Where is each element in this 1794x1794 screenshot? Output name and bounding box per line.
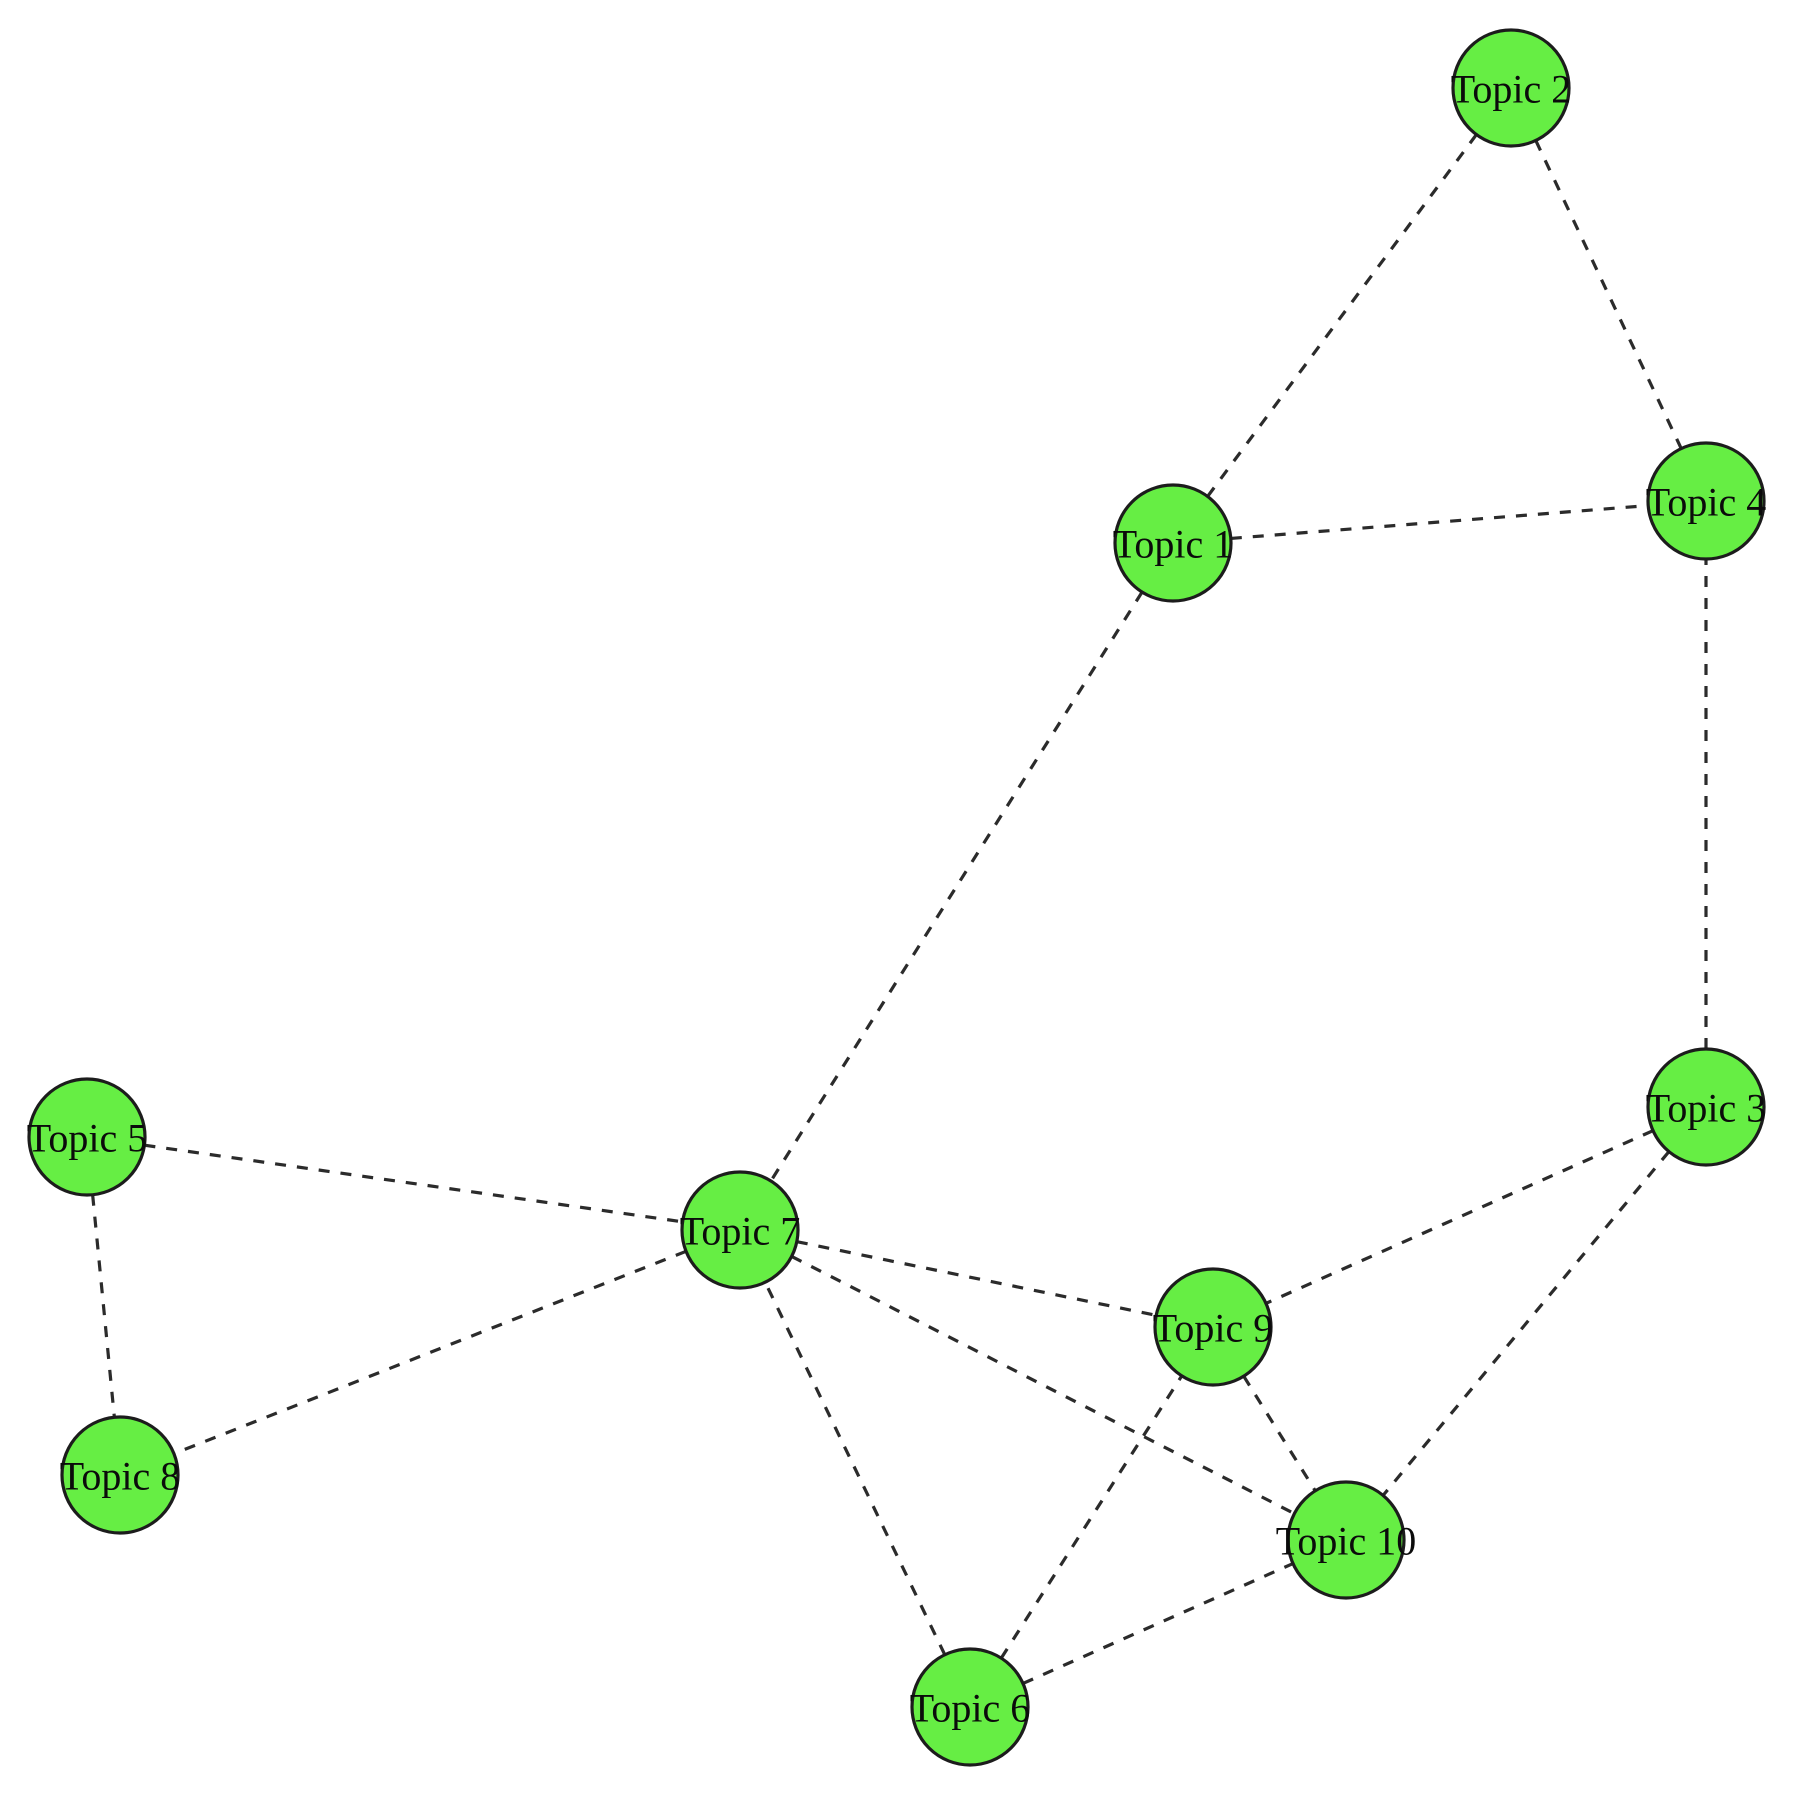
graph-node-topic-2[interactable]: Topic 2	[1451, 28, 1572, 148]
node-circle-topic-4[interactable]	[1646, 441, 1766, 561]
graph-node-topic-9[interactable]: Topic 9	[1153, 1267, 1274, 1387]
graph-edge-topic-5-to-topic-7	[144, 1143, 683, 1224]
graph-edge-topic-6-to-topic-7	[763, 1281, 947, 1656]
node-circle-topic-7[interactable]	[680, 1170, 800, 1290]
edge-layer	[91, 133, 1708, 1685]
graph-edge-topic-1-to-topic-4	[1230, 503, 1649, 541]
graph-edge-topic-3-to-topic-9	[1265, 1129, 1654, 1305]
graph-edge-topic-7-to-topic-10	[790, 1254, 1296, 1516]
node-circle-topic-8[interactable]	[60, 1415, 180, 1535]
graph-edge-topic-7-to-topic-9	[796, 1240, 1157, 1317]
node-circle-topic-9[interactable]	[1153, 1267, 1273, 1387]
graph-edge-topic-1-to-topic-7	[769, 591, 1144, 1182]
graph-node-topic-4[interactable]: Topic 4	[1646, 441, 1767, 561]
graph-node-topic-7[interactable]: Topic 7	[680, 1170, 801, 1290]
graph-edge-topic-1-to-topic-2	[1206, 133, 1478, 498]
graph-node-topic-1[interactable]: Topic 1	[1113, 483, 1234, 603]
graph-node-topic-6[interactable]: Topic 6	[910, 1647, 1031, 1767]
graph-node-topic-5[interactable]: Topic 5	[27, 1077, 148, 1197]
graph-edge-topic-9-to-topic-10	[1242, 1375, 1317, 1492]
graph-edge-topic-7-to-topic-8	[173, 1249, 687, 1456]
graph-edge-topic-5-to-topic-8	[91, 1194, 116, 1418]
graph-edge-topic-6-to-topic-10	[1022, 1562, 1294, 1685]
node-circle-topic-10[interactable]	[1286, 1480, 1406, 1600]
graph-edge-topic-6-to-topic-9	[999, 1375, 1184, 1659]
node-circle-topic-6[interactable]	[910, 1647, 1030, 1767]
graph-node-topic-10[interactable]: Topic 10	[1276, 1480, 1417, 1600]
graph-node-topic-8[interactable]: Topic 8	[60, 1415, 181, 1535]
node-layer: Topic 1 Topic 2 Topic 3 Topic 4 Topic 5 Topic…	[27, 28, 1767, 1767]
node-circle-topic-3[interactable]	[1646, 1047, 1766, 1167]
graph-edge-topic-3-to-topic-10	[1381, 1150, 1671, 1497]
node-circle-topic-2[interactable]	[1451, 28, 1571, 148]
graph-edge-topic-2-to-topic-4	[1534, 139, 1683, 450]
graph-node-topic-3[interactable]: Topic 3	[1646, 1047, 1767, 1167]
node-circle-topic-5[interactable]	[27, 1077, 147, 1197]
node-circle-topic-1[interactable]	[1113, 483, 1233, 603]
